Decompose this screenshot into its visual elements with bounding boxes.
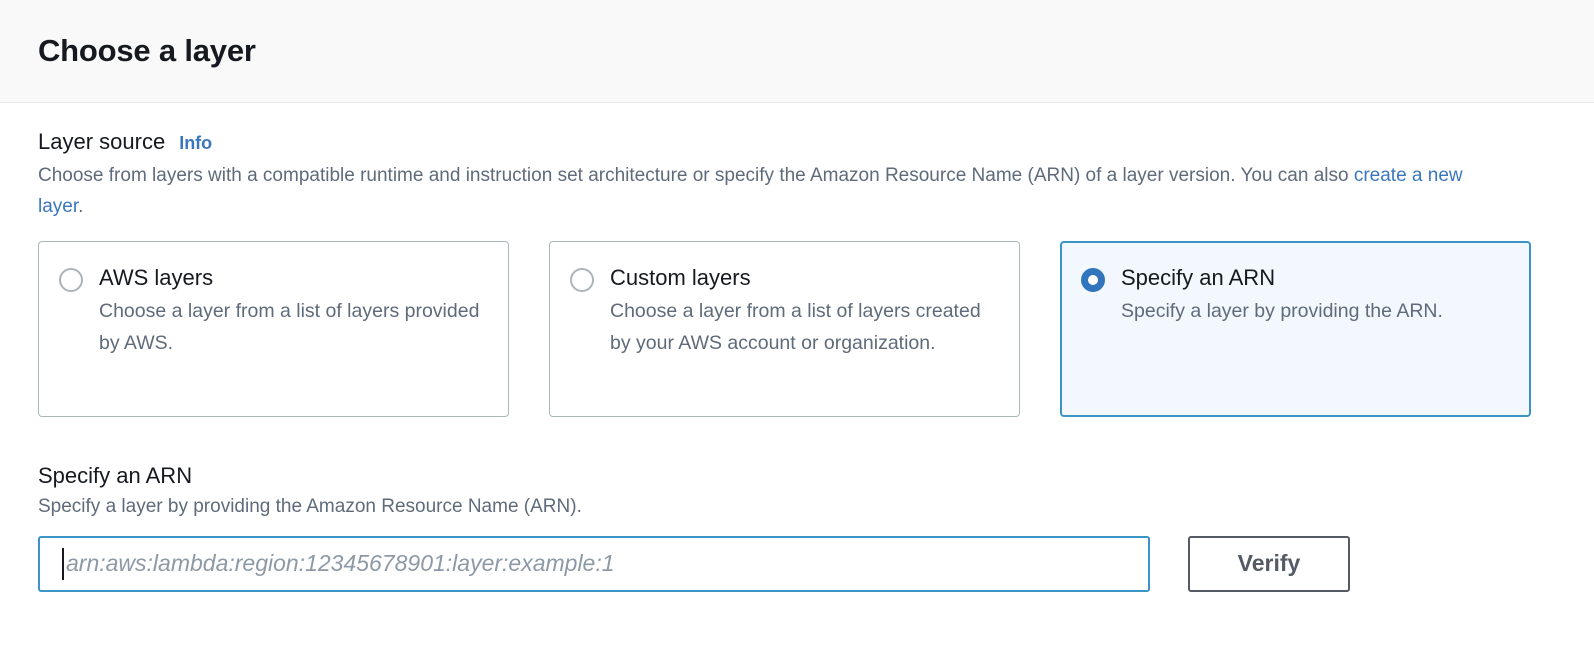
radio-tile-aws-layers-title: AWS layers [99, 264, 214, 290]
page-title: Choose a layer [38, 32, 256, 68]
arn-section-title: Specify an ARN [38, 462, 193, 488]
modal-body: Layer source Info Choose from layers wit… [0, 103, 1594, 592]
create-a-new-layer-link[interactable]: create a new layer [38, 165, 1463, 218]
arn-section-description: Specify a layer by providing the Amazon … [38, 496, 582, 518]
radio-button-specify-an-arn[interactable] [1081, 267, 1105, 292]
radio-button-aws-layers[interactable] [59, 267, 83, 292]
radio-tile-custom-layers-title: Custom layers [610, 264, 751, 290]
radio-tile-specify-an-arn[interactable]: Specify an ARN Specify a layer by provid… [1060, 240, 1531, 417]
verify-button[interactable]: Verify [1188, 535, 1350, 592]
text-cursor-icon [62, 547, 64, 580]
radio-tile-specify-an-arn-title: Specify an ARN [1121, 264, 1276, 290]
radio-tile-custom-layers-description: Choose a layer from a list of layers cre… [610, 300, 981, 354]
layer-source-description-text-1: Choose from layers with a compatible run… [38, 165, 1354, 187]
info-link[interactable]: Info [179, 133, 213, 153]
layer-source-description: Choose from layers with a compatible run… [38, 161, 1498, 223]
arn-input-wrapper [38, 535, 1150, 592]
arn-input-row: Verify [38, 535, 1556, 592]
radio-button-custom-layers[interactable] [570, 267, 594, 292]
layer-source-radio-group: AWS layers Choose a layer from a list of… [38, 240, 1556, 417]
radio-tile-aws-layers-text: AWS layers Choose a layer from a list of… [99, 264, 488, 396]
radio-tile-specify-an-arn-text: Specify an ARN Specify a layer by provid… [1121, 264, 1510, 396]
layer-source-label: Layer source [38, 129, 166, 154]
modal-header: Choose a layer [0, 0, 1594, 103]
layer-source-label-row: Layer source Info [38, 129, 1556, 155]
radio-tile-aws-layers[interactable]: AWS layers Choose a layer from a list of… [38, 240, 509, 417]
radio-tile-aws-layers-description: Choose a layer from a list of layers pro… [99, 300, 480, 354]
arn-input[interactable] [38, 535, 1150, 592]
radio-tile-custom-layers[interactable]: Custom layers Choose a layer from a list… [549, 240, 1020, 417]
radio-tile-custom-layers-text: Custom layers Choose a layer from a list… [610, 264, 999, 396]
radio-tile-specify-an-arn-description: Specify a layer by providing the ARN. [1121, 300, 1443, 323]
layer-source-description-text-2: . [78, 196, 84, 218]
